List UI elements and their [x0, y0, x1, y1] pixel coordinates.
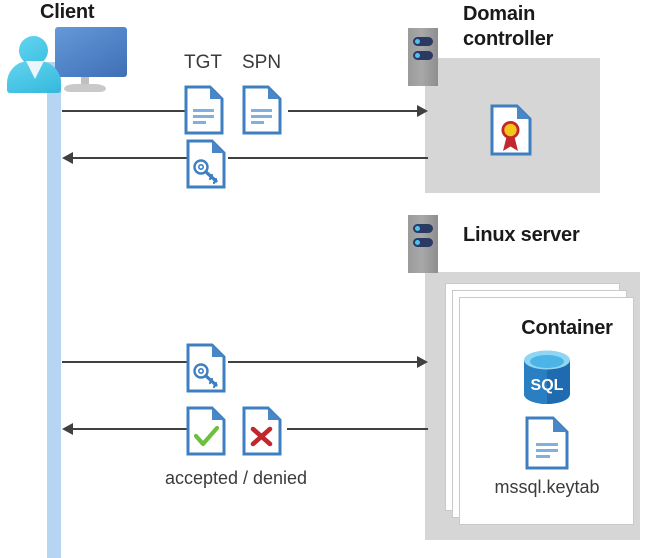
tgt-label: TGT: [184, 52, 222, 73]
flow-client-to-dc-arrowhead: [417, 105, 428, 117]
key-document-icon-upper: [186, 139, 226, 194]
flow-client-to-container-segment-left: [62, 361, 187, 363]
monitor-screen-icon: [55, 27, 127, 77]
tgt-document-icon: [184, 85, 224, 140]
spn-document-icon: [242, 85, 282, 140]
rack-led-icon: [415, 53, 420, 58]
flow-client-to-dc-segment-left: [62, 110, 187, 112]
error-document-icon: [242, 406, 282, 461]
client-workstation-icon: [0, 0, 140, 100]
flow-dc-to-client-arrowhead: [62, 152, 73, 164]
certificate-document-icon: [490, 104, 532, 161]
linux-server-title: Linux server: [463, 224, 580, 246]
person-collar-icon: [26, 61, 44, 79]
flow-client-to-container-segment-right: [228, 361, 418, 363]
flow-dc-to-client-segment-left: [73, 157, 187, 159]
domain-controller-title-line1: Domain: [463, 3, 536, 25]
server-rack-icon-linux-server: [408, 215, 438, 273]
keytab-document-icon: [525, 416, 569, 475]
flow-container-to-client-segment-right: [287, 428, 428, 430]
container-card-front[interactable]: Container SQL mssql.keytab: [459, 297, 634, 525]
keytab-filename-label: mssql.keytab: [494, 477, 600, 497]
rack-slot: [413, 224, 433, 233]
client-lifeline: [47, 62, 61, 558]
flow-client-to-container-arrowhead: [417, 356, 428, 368]
accepted-denied-label: accepted / denied: [164, 468, 308, 488]
rack-led-icon: [415, 226, 420, 231]
client-title: Client: [40, 1, 95, 23]
flow-container-to-client-segment-left: [73, 428, 187, 430]
monitor-base-icon: [64, 84, 106, 92]
server-rack-icon-domain-controller: [408, 28, 438, 86]
key-document-icon-lower: [186, 343, 226, 398]
rack-slot: [413, 37, 433, 46]
monitor-stand-icon: [81, 77, 89, 87]
person-head-icon: [19, 36, 48, 65]
spn-label: SPN: [242, 52, 282, 73]
domain-controller-title-line2: controller: [463, 28, 554, 50]
checkmark-document-icon: [186, 406, 226, 461]
flow-container-to-client-arrowhead: [62, 423, 73, 435]
flow-client-to-dc-segment-right: [288, 110, 418, 112]
sql-database-icon: SQL: [520, 348, 574, 411]
rack-led-icon: [415, 39, 420, 44]
rack-led-icon: [415, 240, 420, 245]
container-title: Container: [521, 317, 613, 339]
flow-dc-to-client-segment-right: [228, 157, 428, 159]
rack-slot: [413, 51, 433, 60]
svg-text:SQL: SQL: [531, 377, 564, 394]
rack-slot: [413, 238, 433, 247]
